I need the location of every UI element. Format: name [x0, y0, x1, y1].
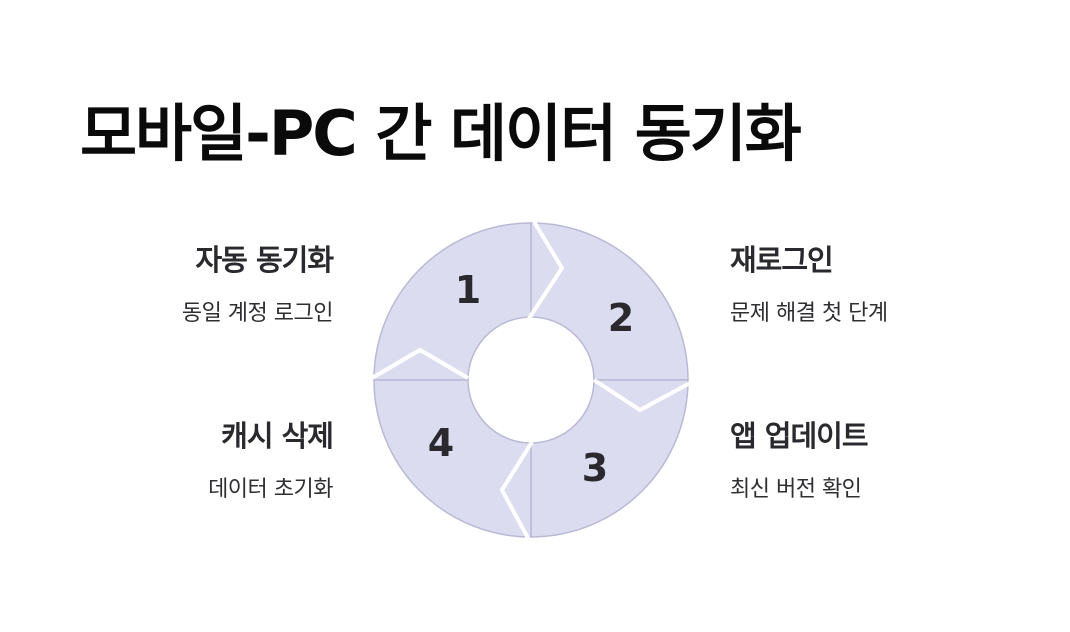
divider-left: [370, 347, 470, 380]
cycle-ring: [373, 222, 689, 538]
step-number-4: 4: [428, 421, 454, 465]
step-number-3: 3: [582, 446, 608, 490]
divider-top: [526, 218, 565, 322]
step-number-2: 2: [608, 296, 634, 340]
cycle-segment-2: [530, 222, 689, 381]
step-title: 재로그인: [730, 243, 834, 277]
step-description: 최신 버전 확인: [730, 476, 862, 502]
step-description: 동일 계정 로그인: [181, 300, 334, 326]
cycle-dividers: [370, 218, 693, 541]
divider-right: [592, 378, 693, 413]
step-number-1: 1: [455, 268, 481, 312]
step-title: 자동 동기화: [195, 243, 335, 277]
divider-bottom: [499, 440, 534, 541]
page-title: 모바일-PC 간 데이터 동기화: [80, 97, 802, 170]
cycle-segment-4: [373, 379, 532, 538]
step-description: 문제 해결 첫 단계: [730, 300, 888, 326]
step-2: 재로그인 문제 해결 첫 단계: [730, 243, 990, 328]
step-3: 앱 업데이트 최신 버전 확인: [730, 419, 990, 504]
step-title: 캐시 삭제: [221, 419, 334, 453]
cycle-segment-1: [373, 222, 532, 381]
step-description: 데이터 초기화: [208, 476, 333, 502]
step-1: 자동 동기화 동일 계정 로그인: [73, 243, 335, 328]
cycle-segment-3: [530, 379, 689, 538]
step-title: 앱 업데이트: [730, 419, 869, 453]
step-4: 캐시 삭제 데이터 초기화: [73, 419, 334, 504]
